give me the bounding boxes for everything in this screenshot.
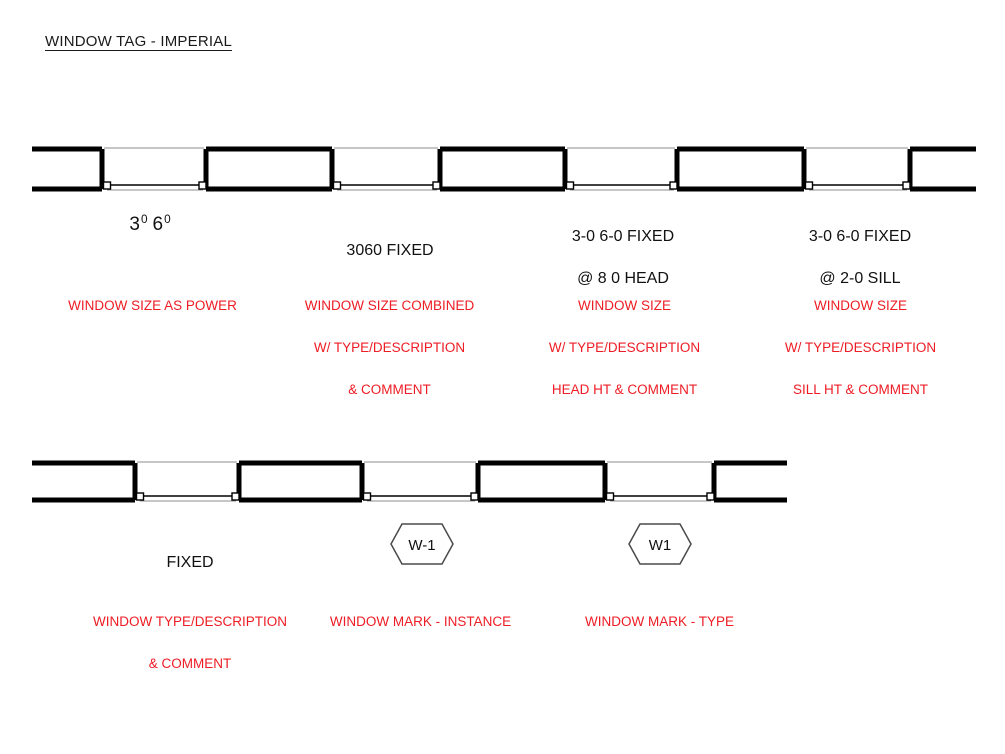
power-feet-2: 6 — [152, 214, 164, 235]
hexagon-label: W-1 — [408, 537, 435, 554]
caption-line: & COMMENT — [348, 382, 431, 397]
window-openings — [102, 147, 911, 191]
hexagon-icon: W1 — [628, 523, 692, 565]
label-line: FIXED — [166, 554, 214, 571]
caption-line: WINDOW TYPE/DESCRIPTION — [92, 614, 287, 629]
wall-plan-bottom-row — [32, 455, 787, 507]
label-line: @ 2-0 SILL — [819, 270, 901, 287]
hexagon-icon: W-1 — [390, 523, 454, 565]
caption-line: & COMMENT — [148, 656, 232, 671]
wall-segments — [32, 146, 976, 192]
page-title: WINDOW TAG - IMPERIAL — [45, 33, 232, 50]
caption-line: WINDOW SIZE — [578, 298, 671, 313]
caption-window-type-description: WINDOW TYPE/DESCRIPTION & COMMENT — [90, 590, 290, 695]
caption-line: W/ TYPE/DESCRIPTION — [784, 340, 937, 355]
label-line: @ 8 0 HEAD — [577, 270, 669, 287]
power-feet-1: 3 — [129, 214, 140, 235]
window-size-head-label: 3-0 6-0 FIXED @ 8 0 HEAD — [528, 205, 718, 310]
caption-window-mark-type: WINDOW MARK - TYPE — [562, 590, 757, 653]
power-inches-2: 0 — [164, 212, 171, 226]
wall-plan-top-row — [32, 144, 976, 196]
label-line: 3-0 6-0 FIXED — [808, 228, 912, 245]
window-mark-type-hexagon[interactable]: W1 — [628, 523, 692, 565]
wall-plan-bottom-svg — [32, 460, 787, 503]
window-openings — [135, 461, 715, 502]
wall-segments — [32, 460, 787, 503]
wall-plan-top-svg — [32, 146, 976, 192]
caption-line: WINDOW SIZE COMBINED — [304, 298, 475, 313]
caption-line: WINDOW SIZE AS POWER — [68, 298, 237, 313]
caption-line: WINDOW SIZE — [814, 298, 907, 313]
window-size-sill-label: 3-0 6-0 FIXED @ 2-0 SILL — [765, 205, 955, 310]
caption-window-mark-instance: WINDOW MARK - INSTANCE — [323, 590, 518, 653]
caption-window-size-sill-ht: WINDOW SIZE W/ TYPE/DESCRIPTION SILL HT … — [763, 274, 958, 421]
caption-line: W/ TYPE/DESCRIPTION — [313, 340, 466, 355]
label-line: 3-0 6-0 FIXED — [571, 228, 675, 245]
window-type-description-label: FIXED — [100, 531, 280, 594]
window-mark-instance-hexagon[interactable]: W-1 — [390, 523, 454, 565]
caption-line: SILL HT & COMMENT — [792, 382, 929, 397]
label-line: 3060 FIXED — [346, 242, 434, 259]
caption-window-size-combined: WINDOW SIZE COMBINED W/ TYPE/DESCRIPTION… — [292, 274, 487, 421]
caption-window-size-as-power: WINDOW SIZE AS POWER — [55, 274, 250, 337]
caption-window-size-head-ht: WINDOW SIZE W/ TYPE/DESCRIPTION HEAD HT … — [527, 274, 722, 421]
power-inches-1: 0 — [140, 212, 148, 226]
caption-line: WINDOW MARK - TYPE — [584, 614, 734, 629]
caption-line: W/ TYPE/DESCRIPTION — [548, 340, 701, 355]
caption-line: HEAD HT & COMMENT — [551, 382, 698, 397]
window-size-combined-label: 3060 FIXED — [295, 219, 485, 282]
caption-line: WINDOW MARK - INSTANCE — [329, 614, 512, 629]
hexagon-label: W1 — [649, 537, 672, 554]
